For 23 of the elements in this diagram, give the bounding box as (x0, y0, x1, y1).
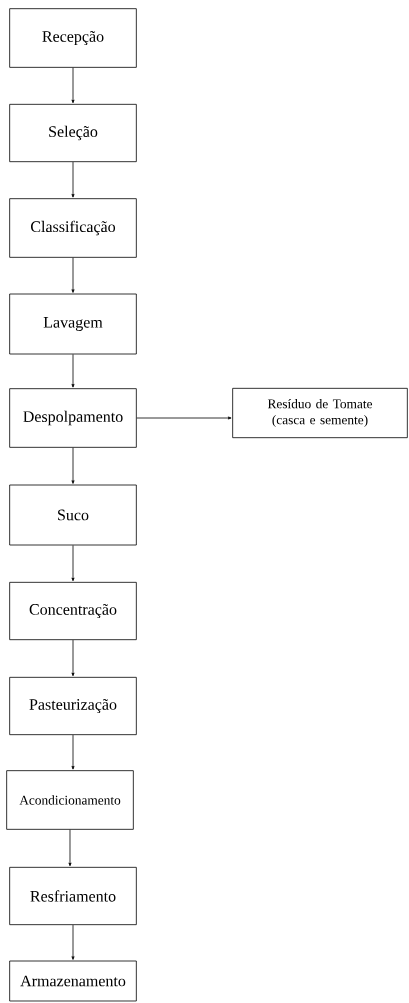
process-box: Recepção (9, 8, 137, 68)
arrow (71, 639, 75, 677)
arrow (136, 416, 232, 420)
process-box: Resíduo de Tomate (casca e semente) (232, 387, 408, 439)
process-box: Armazenamento (9, 960, 137, 1002)
arrow (71, 257, 75, 293)
process-box: Suco (9, 484, 137, 546)
process-box: Concentração (9, 581, 137, 641)
arrow (71, 924, 75, 960)
arrow (71, 67, 75, 104)
process-box: Despolpamento (9, 388, 137, 448)
process-box: Seleção (9, 103, 137, 163)
arrow (71, 734, 75, 770)
arrow (68, 829, 72, 867)
arrow (71, 354, 75, 388)
process-box: Lavagem (9, 293, 137, 355)
process-box: Resfriamento (9, 866, 137, 926)
process-box: Acondicionamento (6, 770, 134, 830)
process-box: Classificação (9, 198, 137, 258)
arrow (71, 161, 75, 198)
arrow (71, 545, 75, 582)
arrow (71, 447, 75, 484)
process-box: Pasteurização (9, 676, 137, 736)
